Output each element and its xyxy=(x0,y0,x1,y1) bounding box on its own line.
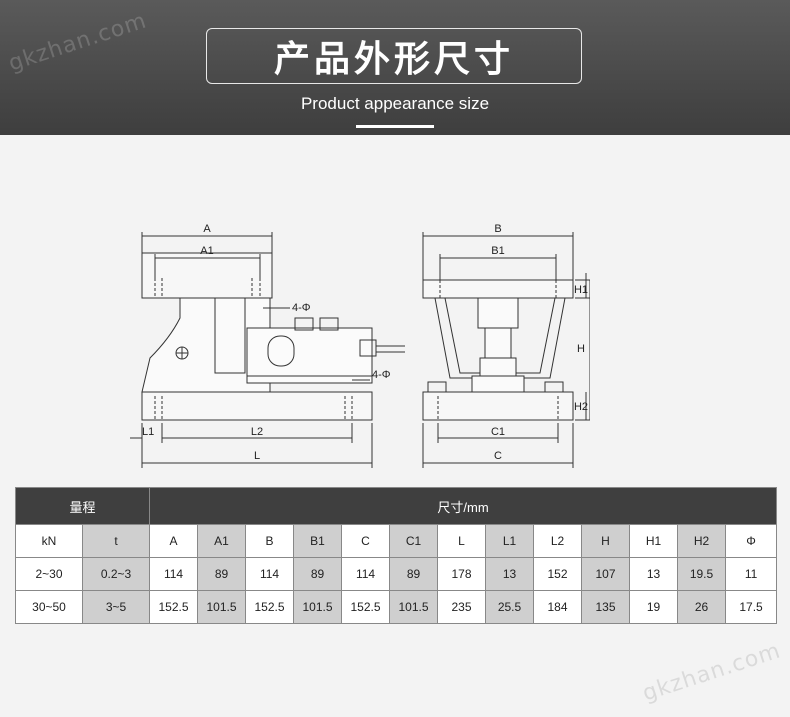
table-cell: 17.5 xyxy=(725,590,778,624)
table-cell: 26 xyxy=(677,590,727,624)
dim-c: C xyxy=(494,450,502,462)
dim-l: L xyxy=(254,450,260,462)
title-underline xyxy=(356,125,434,128)
table-cell: 178 xyxy=(437,557,487,591)
dim-4phi-bottom: 4-Φ xyxy=(372,369,391,381)
header-size: 尺寸/mm xyxy=(149,487,778,525)
dim-b: B xyxy=(494,223,501,235)
col-header: B xyxy=(245,524,295,558)
page-subtitle: Product appearance size xyxy=(300,94,490,113)
table-column-header-row: kN t A A1 B B1 C C1 L L1 L2 H H1 H2 Φ xyxy=(15,524,778,558)
table-cell: 89 xyxy=(197,557,247,591)
table-cell: 89 xyxy=(389,557,439,591)
col-header: A xyxy=(149,524,199,558)
table-cell: 235 xyxy=(437,590,487,624)
dim-h: H xyxy=(577,343,585,355)
dim-a1: A1 xyxy=(200,245,213,257)
col-header: H xyxy=(581,524,631,558)
col-header: B1 xyxy=(293,524,343,558)
table-cell: 107 xyxy=(581,557,631,591)
watermark: gkzhan.com xyxy=(5,8,150,77)
watermark: gkzhan.com xyxy=(639,638,784,707)
page-title: 产品外形尺寸 xyxy=(273,39,514,80)
table-cell: 101.5 xyxy=(197,590,247,624)
table-cell: 135 xyxy=(581,590,631,624)
dim-b1: B1 xyxy=(491,245,504,257)
table-cell: 13 xyxy=(629,557,679,591)
spec-table: 量程 尺寸/mm kN t A A1 B B1 C C1 L L1 L2 H H… xyxy=(14,487,778,624)
dim-c1: C1 xyxy=(491,426,505,438)
header-banner: gkzhan.com 产品外形尺寸 Product appearance siz… xyxy=(0,0,790,135)
col-header: C1 xyxy=(389,524,439,558)
table-cell: 152 xyxy=(533,557,583,591)
table-row: 30~50 3~5 152.5 101.5 152.5 101.5 152.5 … xyxy=(15,590,778,624)
table-cell: 19 xyxy=(629,590,679,624)
table-cell: 11 xyxy=(725,557,778,591)
table-cell: 30~50 xyxy=(15,590,83,624)
table-cell: 19.5 xyxy=(677,557,727,591)
col-header: t xyxy=(81,524,151,558)
table-cell: 89 xyxy=(293,557,343,591)
col-header: L2 xyxy=(533,524,583,558)
dim-l2: L2 xyxy=(251,426,263,438)
table-cell: 184 xyxy=(533,590,583,624)
table-cell: 101.5 xyxy=(293,590,343,624)
table-cell: 3~5 xyxy=(81,590,151,624)
table-cell: 13 xyxy=(485,557,535,591)
col-header: C xyxy=(341,524,391,558)
table-cell: 114 xyxy=(341,557,391,591)
dim-h1: H1 xyxy=(574,284,588,296)
dim-4phi-top: 4-Φ xyxy=(292,302,311,314)
col-header: L1 xyxy=(485,524,535,558)
header-range: 量程 xyxy=(14,487,151,525)
dim-a: A xyxy=(203,223,211,235)
title-box: 产品外形尺寸 xyxy=(206,28,582,84)
col-header: H1 xyxy=(629,524,679,558)
table-row: 2~30 0.2~3 114 89 114 89 114 89 178 13 1… xyxy=(15,557,778,591)
col-header: A1 xyxy=(197,524,247,558)
table-cell: 152.5 xyxy=(149,590,199,624)
table-cell: 114 xyxy=(245,557,295,591)
table-cell: 2~30 xyxy=(15,557,83,591)
table-cell: 114 xyxy=(149,557,199,591)
col-header: kN xyxy=(15,524,83,558)
dim-l1: L1 xyxy=(142,426,154,438)
dimension-drawing: A A1 4-Φ 4-Φ L1 L2 L B B1 H1 H H2 C1 C xyxy=(130,223,590,468)
table-cell: 0.2~3 xyxy=(81,557,151,591)
table-group-header-row: 量程 尺寸/mm xyxy=(14,487,778,525)
col-header: Φ xyxy=(725,524,778,558)
table-cell: 25.5 xyxy=(485,590,535,624)
table-cell: 152.5 xyxy=(341,590,391,624)
dim-h2: H2 xyxy=(574,401,588,413)
table-cell: 152.5 xyxy=(245,590,295,624)
table-cell: 101.5 xyxy=(389,590,439,624)
col-header: L xyxy=(437,524,487,558)
col-header: H2 xyxy=(677,524,727,558)
